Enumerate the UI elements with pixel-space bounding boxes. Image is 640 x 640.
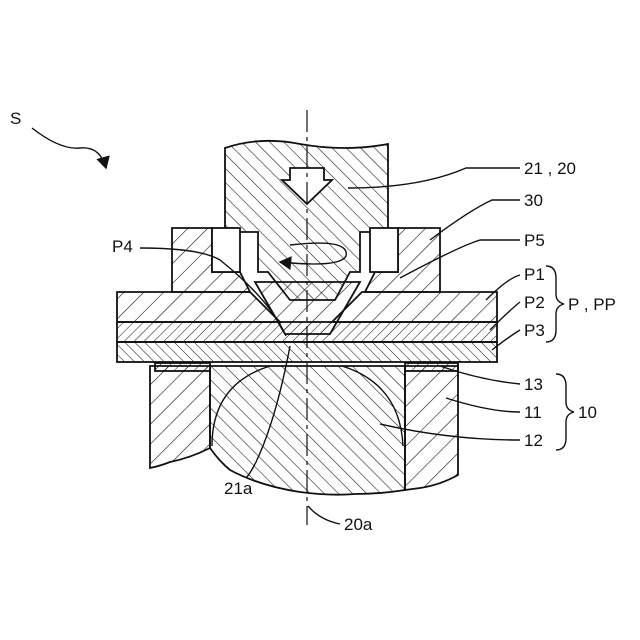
label-12: 12 bbox=[524, 431, 543, 450]
plate-p1-right bbox=[332, 292, 497, 322]
plate-p1 bbox=[117, 292, 280, 322]
backing-block-left bbox=[150, 366, 210, 468]
label-13: 13 bbox=[524, 375, 543, 394]
label-p2: P2 bbox=[524, 293, 545, 312]
leader-20a bbox=[308, 506, 340, 524]
label-p3: P3 bbox=[524, 321, 545, 340]
label-p-pp: P , PP bbox=[568, 295, 616, 314]
label-10: 10 bbox=[578, 403, 597, 422]
label-11: 11 bbox=[524, 403, 542, 422]
backing-pad-left bbox=[155, 363, 210, 371]
leader-s bbox=[32, 128, 106, 168]
label-30: 30 bbox=[524, 191, 543, 210]
brace-p-pp bbox=[546, 266, 564, 342]
label-p4: P4 bbox=[112, 237, 133, 256]
label-p1: P1 bbox=[524, 265, 545, 284]
label-s: S bbox=[10, 109, 21, 128]
backing-block-right bbox=[405, 366, 458, 490]
label-20a: 20a bbox=[344, 515, 373, 534]
leader-30 bbox=[430, 200, 520, 240]
brace-10 bbox=[556, 374, 574, 450]
label-21a: 21a bbox=[224, 479, 253, 498]
label-21-20: 21 , 20 bbox=[524, 159, 576, 178]
label-p5: P5 bbox=[524, 231, 545, 250]
clamp-gap-right bbox=[370, 228, 398, 272]
